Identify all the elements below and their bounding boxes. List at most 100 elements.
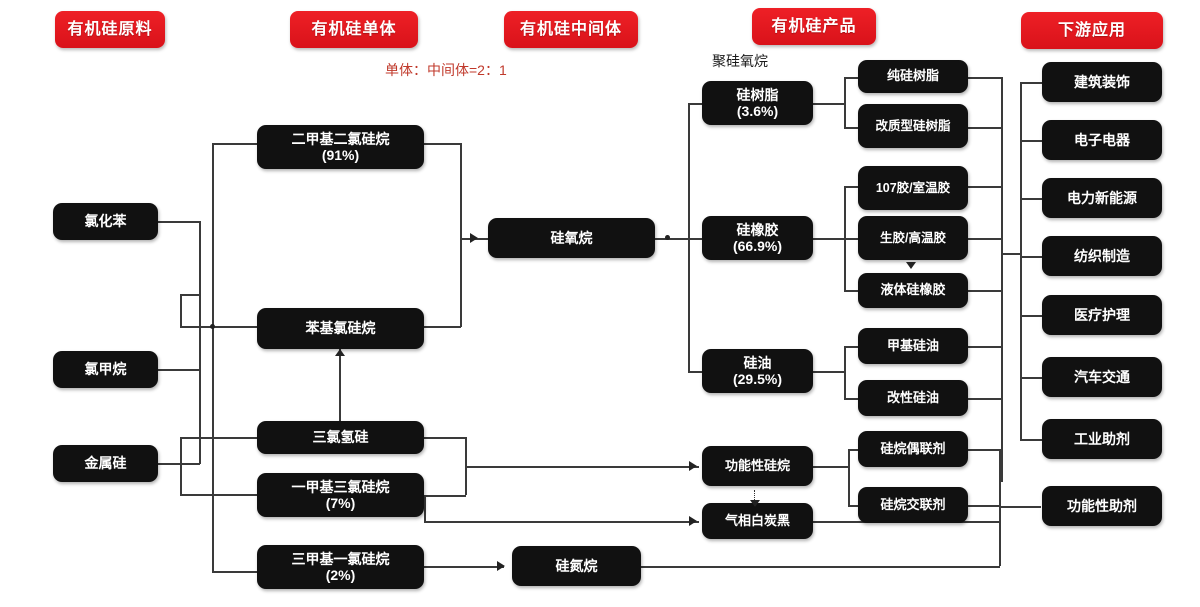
- node-label: 液体硅橡胶: [880, 282, 946, 298]
- node-label: 苯基氯硅烷: [305, 320, 376, 337]
- line-bus-to-trimethylchlorosilane: [212, 571, 260, 573]
- line-methyl-drop: [424, 495, 426, 522]
- line-bus-to-dimethyldichlorosilane: [212, 143, 260, 145]
- node-silazane[interactable]: 硅氮烷: [512, 546, 641, 586]
- line-oil-out: [813, 371, 845, 373]
- line-silicon-metal-out: [158, 463, 200, 465]
- header-pill-intermediate: 有机硅中间体: [504, 11, 638, 48]
- node-silicone-resin[interactable]: 硅树脂 (3.6%): [702, 81, 813, 125]
- node-sublabel: (2%): [325, 567, 356, 583]
- line-to-htv: [844, 238, 858, 240]
- node-app-textile[interactable]: 纺织制造: [1042, 236, 1162, 276]
- node-app-architecture[interactable]: 建筑装饰: [1042, 62, 1162, 102]
- header-pill-monomer: 有机硅单体: [290, 11, 418, 48]
- header-label: 有机硅产品: [771, 17, 857, 35]
- arrow-trichlorosilane-up: [335, 349, 345, 356]
- node-label: 一甲基三氯硅烷: [291, 478, 390, 495]
- node-fumed-silica[interactable]: 气相白炭黑: [702, 503, 813, 539]
- node-trimethylchlorosilane[interactable]: 三甲基一氯硅烷 (2%): [257, 545, 424, 589]
- node-sublabel: (7%): [325, 495, 356, 511]
- line-silicon-metal-up: [199, 337, 201, 464]
- node-label: 气相白炭黑: [724, 512, 790, 528]
- node-functional-silane[interactable]: 功能性硅烷: [702, 446, 813, 486]
- line-to-silicone-rubber: [688, 238, 704, 240]
- node-dimethyldichlorosilane[interactable]: 二甲基二氯硅烷 (91%): [257, 125, 424, 169]
- line-lsr-right: [968, 290, 1002, 292]
- node-phenylchlorosilane[interactable]: 苯基氯硅烷: [257, 308, 424, 349]
- line-to-modified-oil: [844, 398, 858, 400]
- node-label: 硅烷交联剂: [880, 496, 946, 512]
- node-app-electronics[interactable]: 电子电器: [1042, 120, 1162, 160]
- node-liquid-silicone-rubber[interactable]: 液体硅橡胶: [858, 273, 968, 308]
- node-label: 硅树脂: [736, 86, 779, 103]
- node-pure-silicone-resin[interactable]: 纯硅树脂: [858, 60, 968, 93]
- line-siloxane-fanout: [688, 103, 690, 371]
- node-label: 二甲基二氯硅烷: [291, 130, 390, 147]
- node-chloromethane[interactable]: 氯甲烷: [53, 351, 158, 388]
- node-app-industrial-aux[interactable]: 工业助剂: [1042, 419, 1162, 459]
- node-methyltrichlorosilane[interactable]: 一甲基三氯硅烷 (7%): [257, 473, 424, 517]
- polysiloxane-label: 聚硅氧烷: [712, 53, 768, 69]
- header-pill-products: 有机硅产品: [752, 8, 876, 45]
- line-phenyl-out: [424, 326, 461, 328]
- node-trichlorosilane[interactable]: 三氯氢硅: [257, 421, 424, 454]
- line-chloro-merge-v: [180, 294, 182, 326]
- node-sublabel: (29.5%): [732, 371, 783, 387]
- node-label: 硅油: [743, 354, 772, 371]
- node-label: 107胶/室温胶: [875, 180, 951, 195]
- node-label: 工业助剂: [1074, 430, 1130, 447]
- node-label: 硅橡胶: [736, 221, 779, 238]
- line-to-lsr: [844, 290, 858, 292]
- node-methyl-silicone-oil[interactable]: 甲基硅油: [858, 328, 968, 364]
- line-bus-to-phenylchlorosilane: [212, 326, 260, 328]
- node-siloxane[interactable]: 硅氧烷: [488, 218, 655, 258]
- arrow-htv-to-lsr: [906, 262, 916, 269]
- node-silicone-oil[interactable]: 硅油 (29.5%): [702, 349, 813, 393]
- node-app-medical-care[interactable]: 医疗护理: [1042, 295, 1162, 335]
- line-to-functional-aux: [999, 506, 1041, 508]
- node-sublabel: (91%): [321, 147, 360, 163]
- line-app-medical: [1020, 315, 1042, 317]
- node-htv-gum[interactable]: 生胶/高温胶: [858, 216, 968, 260]
- node-label: 电子电器: [1074, 131, 1130, 148]
- line-to-coupling-agent: [848, 449, 860, 451]
- line-oil-fanout: [844, 346, 846, 398]
- node-rtv-107[interactable]: 107胶/室温胶: [858, 166, 968, 210]
- node-silane-crosslinker[interactable]: 硅烷交联剂: [858, 487, 968, 523]
- line-htv-right: [968, 238, 1002, 240]
- line-crosslinker-right: [968, 505, 1000, 507]
- line-bus-to-methyltrichlorosilane: [212, 494, 260, 496]
- line-app-architecture: [1020, 82, 1042, 84]
- bus-raw-to-monomers: [212, 143, 214, 571]
- siloxane-fanout-dot: [665, 235, 670, 240]
- node-label: 建筑装饰: [1074, 73, 1130, 90]
- node-app-automotive[interactable]: 汽车交通: [1042, 357, 1162, 397]
- node-modified-silicone-resin[interactable]: 改质型硅树脂: [858, 104, 968, 148]
- line-app-textile: [1020, 256, 1042, 258]
- node-app-functional-aux[interactable]: 功能性助剂: [1042, 486, 1162, 526]
- node-label: 电力新能源: [1067, 189, 1137, 206]
- line-chlorobenzene-out: [158, 221, 200, 223]
- line-siloxane-out: [655, 238, 689, 240]
- node-label: 生胶/高温胶: [880, 230, 946, 245]
- node-silane-coupling-agent[interactable]: 硅烷偶联剂: [858, 431, 968, 467]
- bus-junction-dot: [210, 324, 215, 329]
- node-label: 氯化苯: [84, 213, 127, 230]
- line-trichlorosilane-to-phenyl: [339, 349, 341, 421]
- node-label: 硅氮烷: [555, 557, 598, 574]
- right-main-bus: [1001, 77, 1003, 482]
- header-pill-downstream: 下游应用: [1021, 12, 1163, 49]
- line-functional-silane-out: [813, 466, 849, 468]
- node-label: 医疗护理: [1074, 306, 1130, 323]
- arrow-to-functional-silane: [689, 461, 697, 471]
- node-sublabel: (3.6%): [736, 103, 779, 119]
- line-chloro-merge: [180, 294, 200, 296]
- line-dimethyl-out: [424, 143, 461, 145]
- node-chlorobenzene[interactable]: 氯化苯: [53, 203, 158, 240]
- line-app-industrial: [1020, 439, 1042, 441]
- node-app-power-new-energy[interactable]: 电力新能源: [1042, 178, 1162, 218]
- node-silicon-metal[interactable]: 金属硅: [53, 445, 158, 482]
- node-silicone-rubber[interactable]: 硅橡胶 (66.9%): [702, 216, 813, 260]
- node-modified-silicone-oil[interactable]: 改性硅油: [858, 380, 968, 416]
